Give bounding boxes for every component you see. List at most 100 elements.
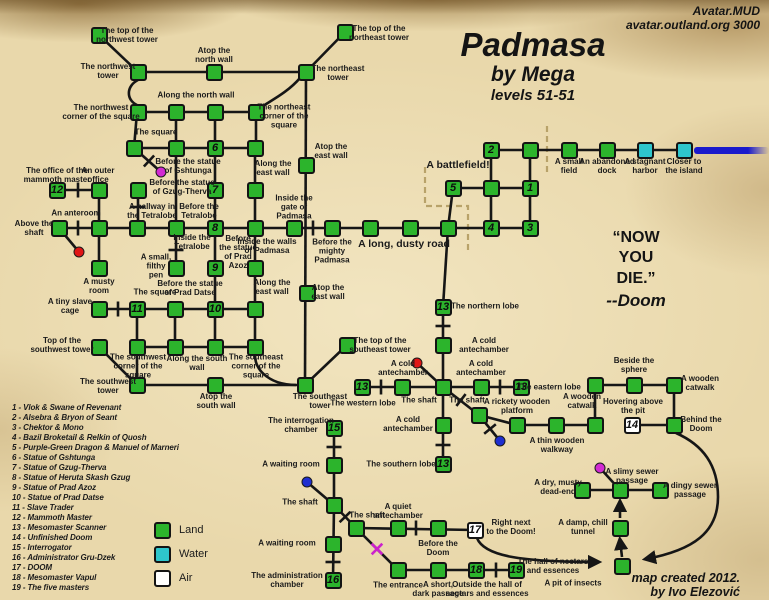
map-room <box>586 376 604 394</box>
room-label: Inside the Tetralobe <box>173 233 211 251</box>
room-label: A musty room <box>83 277 115 295</box>
map-room-numbered: 16 <box>324 571 342 589</box>
map-room <box>129 181 147 199</box>
map-room <box>206 103 224 121</box>
map-room-numbered: 13 <box>353 378 371 396</box>
key-list-item: 3 - Chektor & Mono <box>12 423 84 432</box>
room-label: A cold antechamber <box>383 415 433 433</box>
room-label: The southern lobe <box>366 459 436 469</box>
map-room <box>206 338 224 356</box>
room-label: A long, dusty road <box>358 238 450 251</box>
quote-attribution: --Doom <box>606 291 666 311</box>
map-room <box>665 416 683 434</box>
map-room <box>167 259 185 277</box>
map-room <box>296 376 314 394</box>
room-label: The entrance <box>373 580 423 590</box>
room-label: Atop the east wall <box>311 283 345 301</box>
room-label: Hovering above the pit <box>602 397 664 415</box>
room-label: The shaft <box>401 395 437 405</box>
room-label: A cold antechamber <box>378 359 428 377</box>
room-label: An abandoned dock <box>579 157 635 175</box>
map-room <box>338 336 356 354</box>
room-label: Top of the southwest tower <box>30 336 94 354</box>
map-room <box>665 376 683 394</box>
key-list-item: 1 - Vlok & Swane of Revenant <box>12 403 122 412</box>
exit-dot <box>155 166 167 178</box>
map-room <box>90 219 108 237</box>
map-room <box>246 300 264 318</box>
room-label: Along the north wall <box>157 90 235 100</box>
map-room-numbered: 4 <box>482 219 500 237</box>
brand-line1: Avatar.MUD <box>692 4 760 18</box>
room-label: Behind the Doom <box>680 415 722 433</box>
map-room <box>429 561 447 579</box>
map-room <box>129 63 147 81</box>
exit-dot <box>594 462 606 474</box>
map-room <box>246 219 264 237</box>
door-marker <box>142 154 156 168</box>
map-room <box>439 219 457 237</box>
map-room <box>90 181 108 199</box>
room-label: A wooden catwalk <box>681 374 719 392</box>
key-list-item: 2 - Alsebra & Bryon of Seant <box>12 413 117 422</box>
map-room <box>128 338 146 356</box>
map-room-numbered: 9 <box>206 259 224 277</box>
door-marker <box>483 423 497 435</box>
room-label: A small field <box>554 157 584 175</box>
room-label: A hallway in the Tetralobe <box>127 202 177 220</box>
room-label: The square <box>134 127 178 137</box>
room-label: A dingy sewer passage <box>663 481 717 499</box>
credit-line2: by Ivo Elezović <box>650 584 740 599</box>
key-list-item: 7 - Statue of Gzug-Therva <box>12 463 107 472</box>
room-label: The top of the northeast tower <box>348 24 410 42</box>
room-label: Along the east wall <box>254 159 292 177</box>
map-room <box>246 259 264 277</box>
room-label: Before the statue of Gzug-Therva <box>149 178 215 196</box>
room-label: The northwest corner of the square <box>62 103 140 121</box>
room-label: A dry, musty dead-end <box>534 478 582 496</box>
map-room <box>586 416 604 434</box>
key-list-item: 9 - Statue of Prad Azoz <box>12 483 97 492</box>
room-label: A battlefield! <box>426 159 490 172</box>
room-label: Along the east wall <box>253 278 291 296</box>
door-marker <box>455 393 467 407</box>
map-room <box>166 300 184 318</box>
room-label: A cold antechamber <box>459 336 509 354</box>
map-room <box>298 284 316 302</box>
key-list-item: 4 - Bazil Broketail & Relkin of Quosh <box>12 433 147 442</box>
map-room <box>434 378 452 396</box>
legend-label: Land <box>179 524 204 536</box>
air-swatch <box>154 569 171 587</box>
map-room <box>560 141 578 159</box>
exit-dot <box>301 476 313 488</box>
map-room <box>611 519 629 537</box>
map-room <box>90 300 108 318</box>
map-room <box>598 141 616 159</box>
room-label: Closer to the island <box>665 157 703 175</box>
map-room-numbered: 13 <box>434 455 452 473</box>
map-room <box>323 219 341 237</box>
key-list-item: 14 - Unfinished Doom <box>12 533 93 542</box>
map-room <box>90 26 108 44</box>
room-label: The shaft <box>349 510 385 520</box>
key-list-item: 12 - Mammoth Master <box>12 513 92 522</box>
room-label: The shaft <box>282 497 318 507</box>
map-room <box>636 141 654 159</box>
map-room <box>297 156 315 174</box>
room-label: The top of the southeast tower <box>349 336 411 354</box>
room-label: An outer office <box>81 166 115 184</box>
map-room <box>167 103 185 121</box>
map-room <box>393 378 411 396</box>
map-room <box>611 481 629 499</box>
map-room-numbered: 14 <box>623 416 641 434</box>
map-room <box>361 219 379 237</box>
island-bar <box>694 147 769 154</box>
map-room <box>573 481 591 499</box>
room-label: Before the Tetralobe <box>179 202 219 220</box>
map-room-numbered: 18 <box>467 561 485 579</box>
room-label: Above the shaft <box>14 219 54 237</box>
